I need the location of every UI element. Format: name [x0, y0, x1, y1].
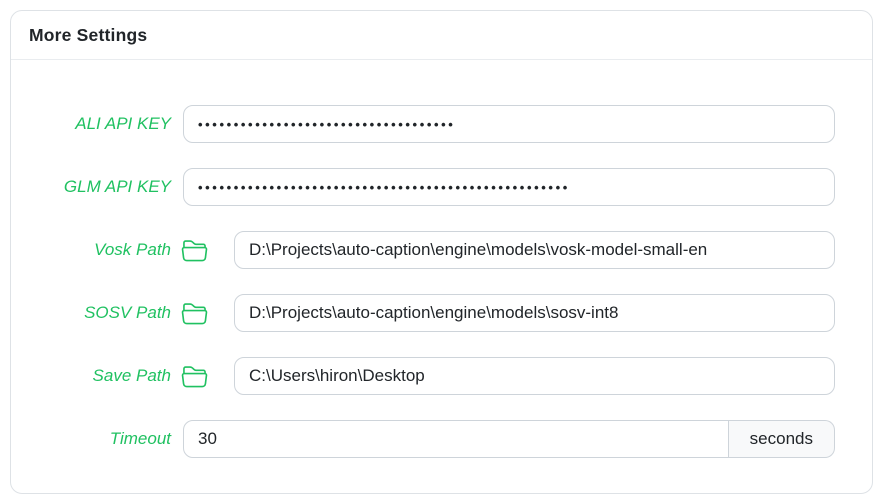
panel-body: ALI API KEY GLM API KEY Vosk Path SOS	[11, 60, 872, 458]
vosk-path-input[interactable]	[234, 231, 835, 269]
sosv-path-browse-button[interactable]	[179, 300, 209, 327]
field-row-ali-api-key: ALI API KEY	[47, 105, 835, 143]
more-settings-panel: More Settings ALI API KEY GLM API KEY Vo…	[10, 10, 873, 494]
save-path-label: Save Path	[92, 366, 171, 385]
folder-open-icon	[181, 366, 207, 388]
save-path-input[interactable]	[234, 357, 835, 395]
field-row-save-path: Save Path	[47, 357, 835, 395]
timeout-input[interactable]	[183, 420, 729, 458]
timeout-unit-label: seconds	[728, 420, 835, 458]
panel-header: More Settings	[11, 11, 872, 60]
ali-api-key-label: ALI API KEY	[75, 114, 171, 133]
save-path-browse-button[interactable]	[179, 363, 209, 390]
vosk-path-label: Vosk Path	[94, 240, 171, 259]
ali-api-key-field	[183, 105, 835, 143]
field-row-glm-api-key: GLM API KEY	[47, 168, 835, 206]
panel-title: More Settings	[29, 24, 148, 45]
folder-open-icon	[181, 303, 207, 325]
sosv-path-input[interactable]	[234, 294, 835, 332]
vosk-path-browse-button[interactable]	[179, 237, 209, 264]
timeout-label: Timeout	[109, 429, 171, 448]
sosv-path-label: SOSV Path	[84, 303, 171, 322]
field-row-sosv-path: SOSV Path	[47, 294, 835, 332]
ali-api-key-input[interactable]	[183, 105, 835, 143]
sosv-path-field	[234, 294, 835, 332]
field-row-timeout: Timeout seconds	[47, 420, 835, 458]
folder-open-icon	[181, 240, 207, 262]
field-row-vosk-path: Vosk Path	[47, 231, 835, 269]
glm-api-key-input[interactable]	[183, 168, 835, 206]
timeout-field: seconds	[183, 420, 835, 458]
glm-api-key-field	[183, 168, 835, 206]
glm-api-key-label: GLM API KEY	[63, 177, 171, 196]
save-path-field	[234, 357, 835, 395]
vosk-path-field	[234, 231, 835, 269]
